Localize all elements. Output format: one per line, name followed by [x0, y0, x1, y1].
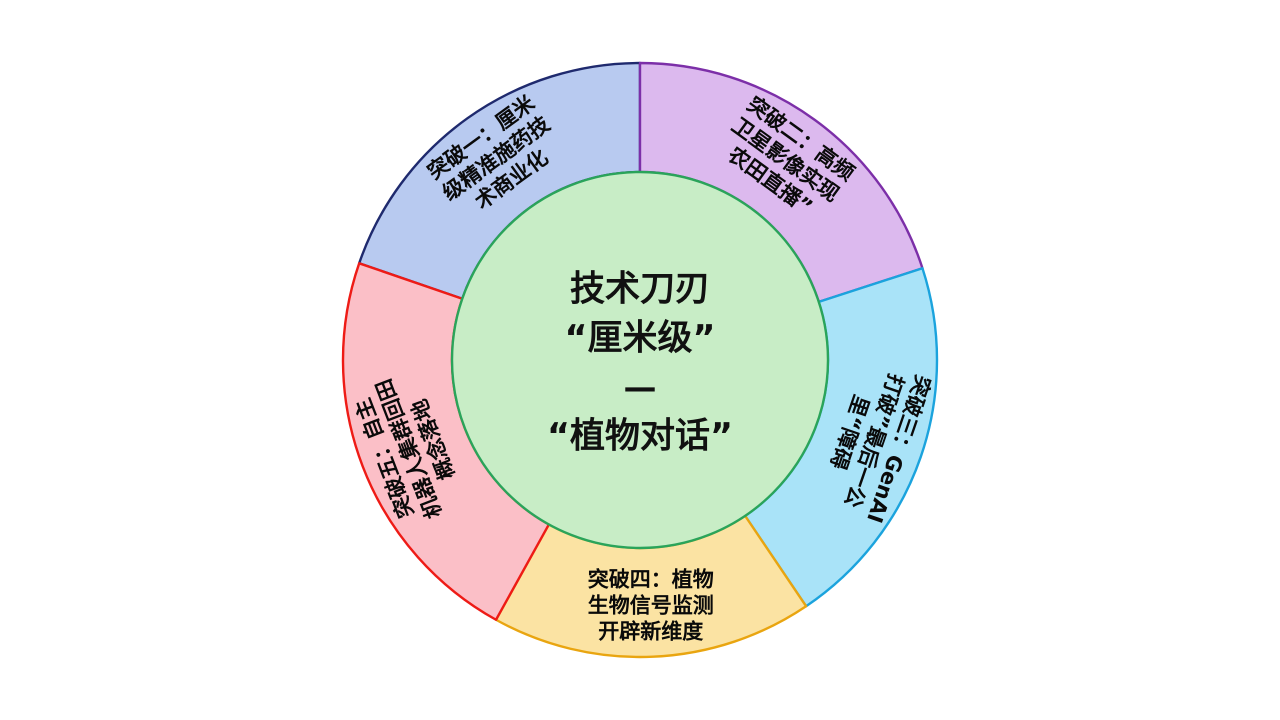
center-title-line: 技术刀刃 [570, 270, 710, 310]
center-title-line: “植物对话” [547, 417, 733, 457]
center-title-line: — [624, 368, 657, 407]
center-circle[interactable] [450, 170, 830, 550]
segment-label-line: 生物信号监测 [588, 593, 714, 617]
segment-label-line: 突破四：植物 [588, 567, 714, 591]
segments-group [341, 61, 939, 659]
center-title-line: “厘米级” [564, 319, 715, 359]
center-hub: 技术刀刃 “厘米级” — “植物对话” [450, 170, 830, 550]
segment-label-line: 开辟新维度 [598, 619, 703, 643]
